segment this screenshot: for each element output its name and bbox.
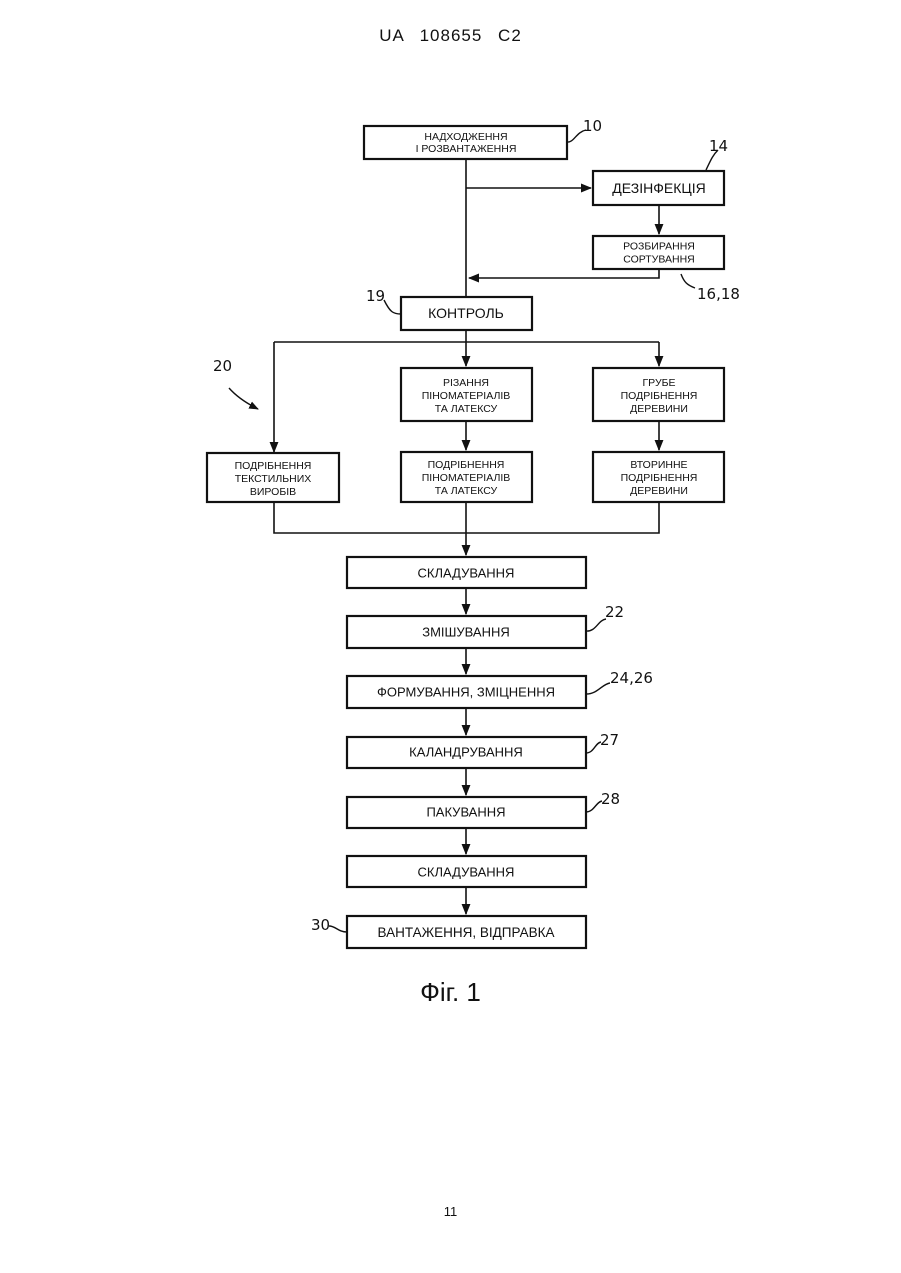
label-receipt-line-1: НАДХОДЖЕННЯ	[424, 131, 507, 143]
page-number: 11	[0, 1204, 901, 1219]
label-wood-secondary-line-3: ДЕРЕВИНИ	[630, 485, 688, 497]
label-foam-cutting-line-1: РІЗАННЯ	[443, 377, 489, 389]
label-textile-grinding-line-3: ВИРОБІВ	[250, 486, 296, 498]
label-foam-grinding-line-3: ТА ЛАТЕКСУ	[435, 485, 498, 497]
label-foam-cutting-line-3: ТА ЛАТЕКСУ	[435, 403, 498, 415]
label-foam-grinding-line-2: ПІНОМАТЕРІАЛІВ	[422, 472, 511, 484]
leader-30	[329, 926, 347, 932]
label-control-line-1: КОНТРОЛЬ	[428, 305, 504, 321]
arrow-sorting-return	[469, 269, 659, 278]
ref-19: 19	[366, 287, 385, 305]
ref-2426: 24,26	[610, 669, 653, 687]
leader-19	[384, 300, 401, 314]
box-labels: НАДХОДЖЕННЯІ РОЗВАНТАЖЕННЯ ДЕЗІНФЕКЦІЯ РОЗ…	[235, 131, 706, 940]
ref-1618: 16,18	[697, 285, 740, 303]
leader-28	[586, 801, 602, 812]
label-calendering-line-1: КАЛАНДРУВАННЯ	[409, 745, 523, 760]
leader-20	[229, 388, 258, 409]
label-wood-secondary-line-1: ВТОРИННЕ	[630, 459, 687, 471]
ref-10: 10	[583, 117, 602, 135]
label-foam-cutting-line-2: ПІНОМАТЕРІАЛІВ	[422, 390, 511, 402]
label-wood-coarse-line-3: ДЕРЕВИНИ	[630, 403, 688, 415]
label-packing-line-1: ПАКУВАННЯ	[426, 805, 505, 820]
label-textile-grinding-line-2: ТЕКСТИЛЬНИХ	[235, 473, 312, 485]
label-storage-1-line-1: СКЛАДУВАННЯ	[418, 566, 515, 581]
label-wood-coarse-line-2: ПОДРІБНЕННЯ	[621, 390, 698, 402]
figure-caption: Фіг. 1	[0, 977, 901, 1008]
ref-30: 30	[311, 916, 330, 934]
label-disinfection-line-1: ДЕЗІНФЕКЦІЯ	[612, 180, 705, 196]
ref-20: 20	[213, 357, 232, 375]
label-wood-secondary-line-2: ПОДРІБНЕННЯ	[621, 472, 698, 484]
label-forming-line-1: ФОРМУВАННЯ, ЗМІЦНЕННЯ	[377, 685, 555, 700]
ref-22: 22	[605, 603, 624, 621]
label-foam-grinding-line-1: ПОДРІБНЕННЯ	[428, 459, 505, 471]
ref-14: 14	[709, 137, 728, 155]
label-textile-grinding-line-1: ПОДРІБНЕННЯ	[235, 460, 312, 472]
ref-27: 27	[600, 731, 619, 749]
leader-22	[586, 619, 606, 631]
label-receipt-line-2: І РОЗВАНТАЖЕННЯ	[416, 143, 517, 155]
leader-27	[586, 742, 601, 753]
label-sorting-line-1: РОЗБИРАННЯ	[623, 240, 695, 252]
label-mixing-line-1: ЗМІШУВАННЯ	[422, 625, 510, 640]
label-sorting-line-2: СОРТУВАННЯ	[623, 253, 695, 265]
label-shipping-line-1: ВАНТАЖЕННЯ, ВІДПРАВКА	[378, 925, 555, 940]
label-storage-2-line-1: СКЛАДУВАННЯ	[418, 865, 515, 880]
leader-2426	[586, 683, 610, 694]
leader-1618	[681, 274, 695, 288]
ref-28: 28	[601, 790, 620, 808]
label-wood-coarse-line-1: ГРУБЕ	[642, 377, 675, 389]
